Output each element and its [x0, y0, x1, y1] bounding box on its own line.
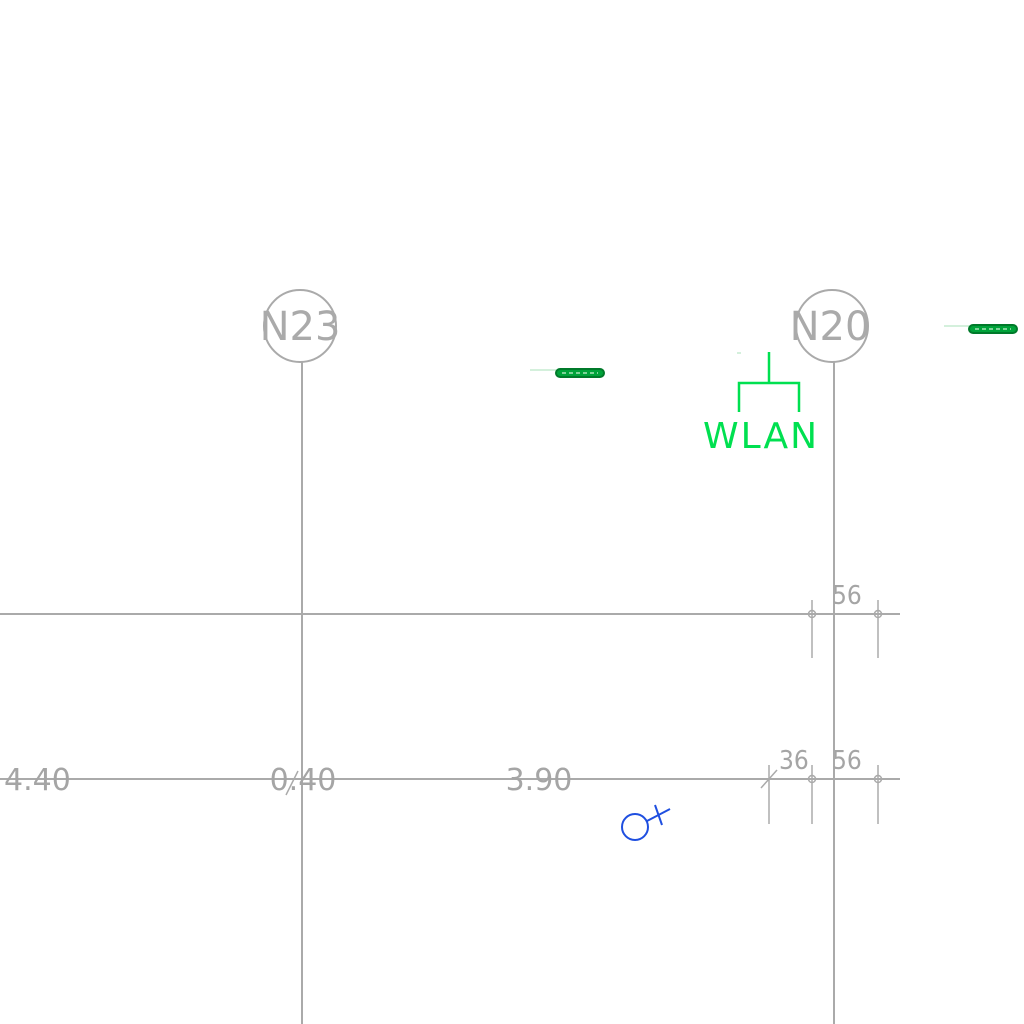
dimension-text-36: 36: [779, 746, 809, 776]
dimension-text-span: 3.90: [506, 763, 573, 798]
wlan-access-point-icon[interactable]: WLAN: [703, 352, 819, 457]
wlan-label: WLAN: [703, 416, 819, 457]
dimension-group-upper: 56: [807, 581, 883, 658]
grid-bubble-n23[interactable]: N23: [260, 289, 341, 363]
dimension-tick-slash: [760, 769, 778, 789]
grid-bubble-n20[interactable]: N20: [790, 289, 871, 363]
axis-slash-mark: [285, 770, 299, 796]
ceiling-device-icon[interactable]: [530, 368, 605, 378]
dimension-node: [807, 609, 817, 619]
ceiling-device-icon[interactable]: [944, 324, 1018, 334]
dimension-group-lower: 36 56: [760, 746, 883, 824]
dimension-node: [873, 609, 883, 619]
dimension-text-left: 4.40: [4, 763, 71, 798]
grid-bubble-label: N20: [790, 304, 871, 350]
dimension-text-axis: 0.40: [270, 763, 337, 798]
dimension-text-56-upper: 56: [832, 581, 862, 611]
wlan-antenna-bracket: [737, 381, 801, 412]
dimension-text-56-lower: 56: [832, 746, 862, 776]
grid-bubble-circle: [795, 289, 869, 363]
blue-outlet-symbol-icon[interactable]: [621, 804, 671, 841]
grid-bubble-label: N23: [260, 304, 341, 350]
grid-bubble-circle: [263, 289, 337, 363]
dimension-node: [873, 774, 883, 784]
outlet-cross: [654, 804, 663, 826]
outlet-circle: [621, 813, 649, 841]
dimension-node: [807, 774, 817, 784]
